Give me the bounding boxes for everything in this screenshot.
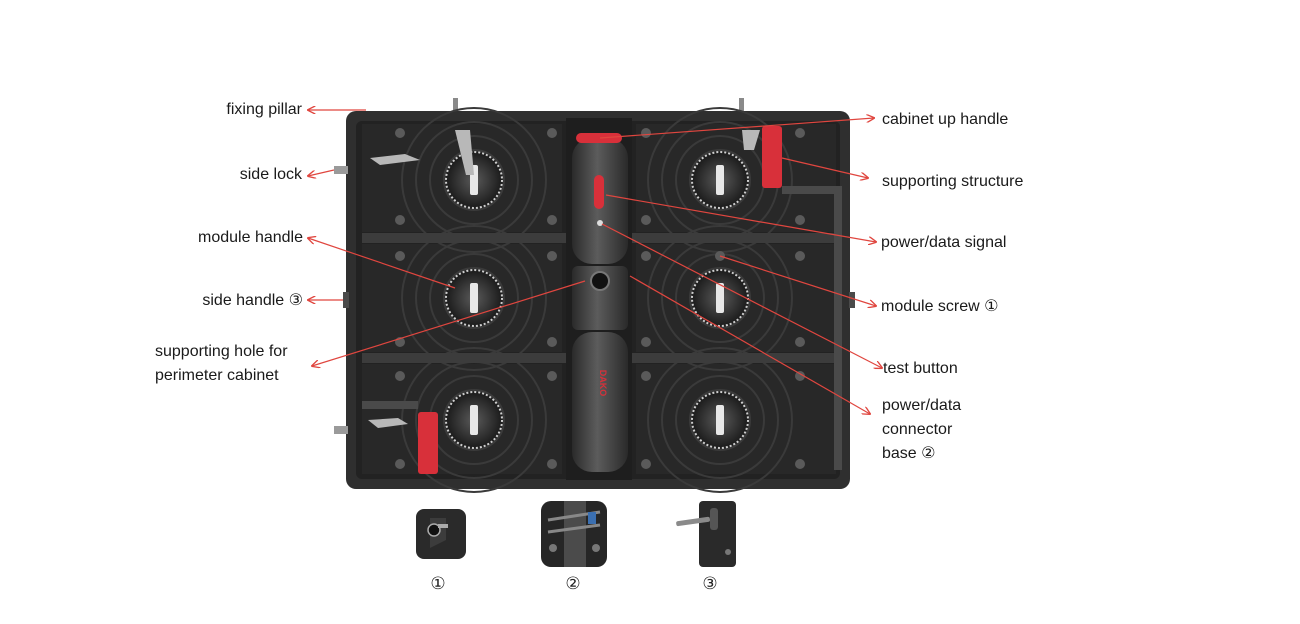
arrow-cabinet-up-handle bbox=[599, 118, 874, 139]
side-handle-bottom-left bbox=[418, 412, 438, 474]
label-module-handle: module handle bbox=[198, 229, 303, 246]
label-fixing-pillar: fixing pillar bbox=[226, 101, 302, 118]
detail-2-thumbnail bbox=[541, 501, 607, 567]
detail-number-2: ② bbox=[565, 574, 581, 593]
label-side-lock: side lock bbox=[239, 166, 302, 183]
detail-number-1: ① bbox=[430, 574, 446, 593]
label-side-handle: side handle ③ bbox=[202, 292, 303, 309]
side-lock-left bbox=[334, 166, 348, 434]
arrow-module-handle bbox=[308, 238, 456, 289]
cabinet-up-handle bbox=[576, 133, 622, 143]
brand-mark: DAKO bbox=[598, 370, 608, 397]
fixing-pillar-left bbox=[453, 98, 458, 114]
module-handles bbox=[368, 130, 760, 428]
label-connector-line1: power/data bbox=[882, 397, 962, 414]
arrow-connector-base bbox=[629, 275, 870, 414]
label-power-data-signal: power/data signal bbox=[881, 234, 1007, 251]
label-cabinet-up-handle: cabinet up handle bbox=[882, 111, 1009, 128]
label-connector-line3: base ② bbox=[882, 445, 936, 462]
arrow-power-data-signal bbox=[605, 194, 876, 242]
label-module-screw: module screw ① bbox=[881, 298, 999, 315]
module-screws bbox=[395, 128, 805, 469]
label-supporting-hole-line2: perimeter cabinet bbox=[155, 367, 279, 384]
detail-1-thumbnail bbox=[416, 509, 466, 559]
side-handle-top-right bbox=[762, 126, 782, 188]
label-connector-line2: connector bbox=[882, 421, 953, 438]
label-supporting-hole-line1: supporting hole for bbox=[155, 343, 288, 360]
detail-number-3: ③ bbox=[702, 574, 718, 593]
detail-3-thumbnail bbox=[676, 501, 736, 567]
label-supporting-structure: supporting structure bbox=[882, 173, 1024, 190]
fixing-pillar-right bbox=[739, 98, 744, 114]
supporting-structure bbox=[782, 186, 842, 470]
arrow-side-lock bbox=[308, 169, 335, 176]
label-test-button: test button bbox=[883, 360, 958, 377]
arrow-test-button bbox=[601, 223, 882, 368]
center-spine bbox=[566, 118, 632, 480]
module-fans bbox=[445, 151, 749, 449]
arrow-supporting-structure bbox=[781, 157, 868, 178]
arrow-module-screw bbox=[719, 255, 876, 306]
annotation-arrows bbox=[308, 110, 882, 414]
module-rings bbox=[401, 107, 793, 493]
arrow-supporting-hole bbox=[312, 280, 586, 366]
